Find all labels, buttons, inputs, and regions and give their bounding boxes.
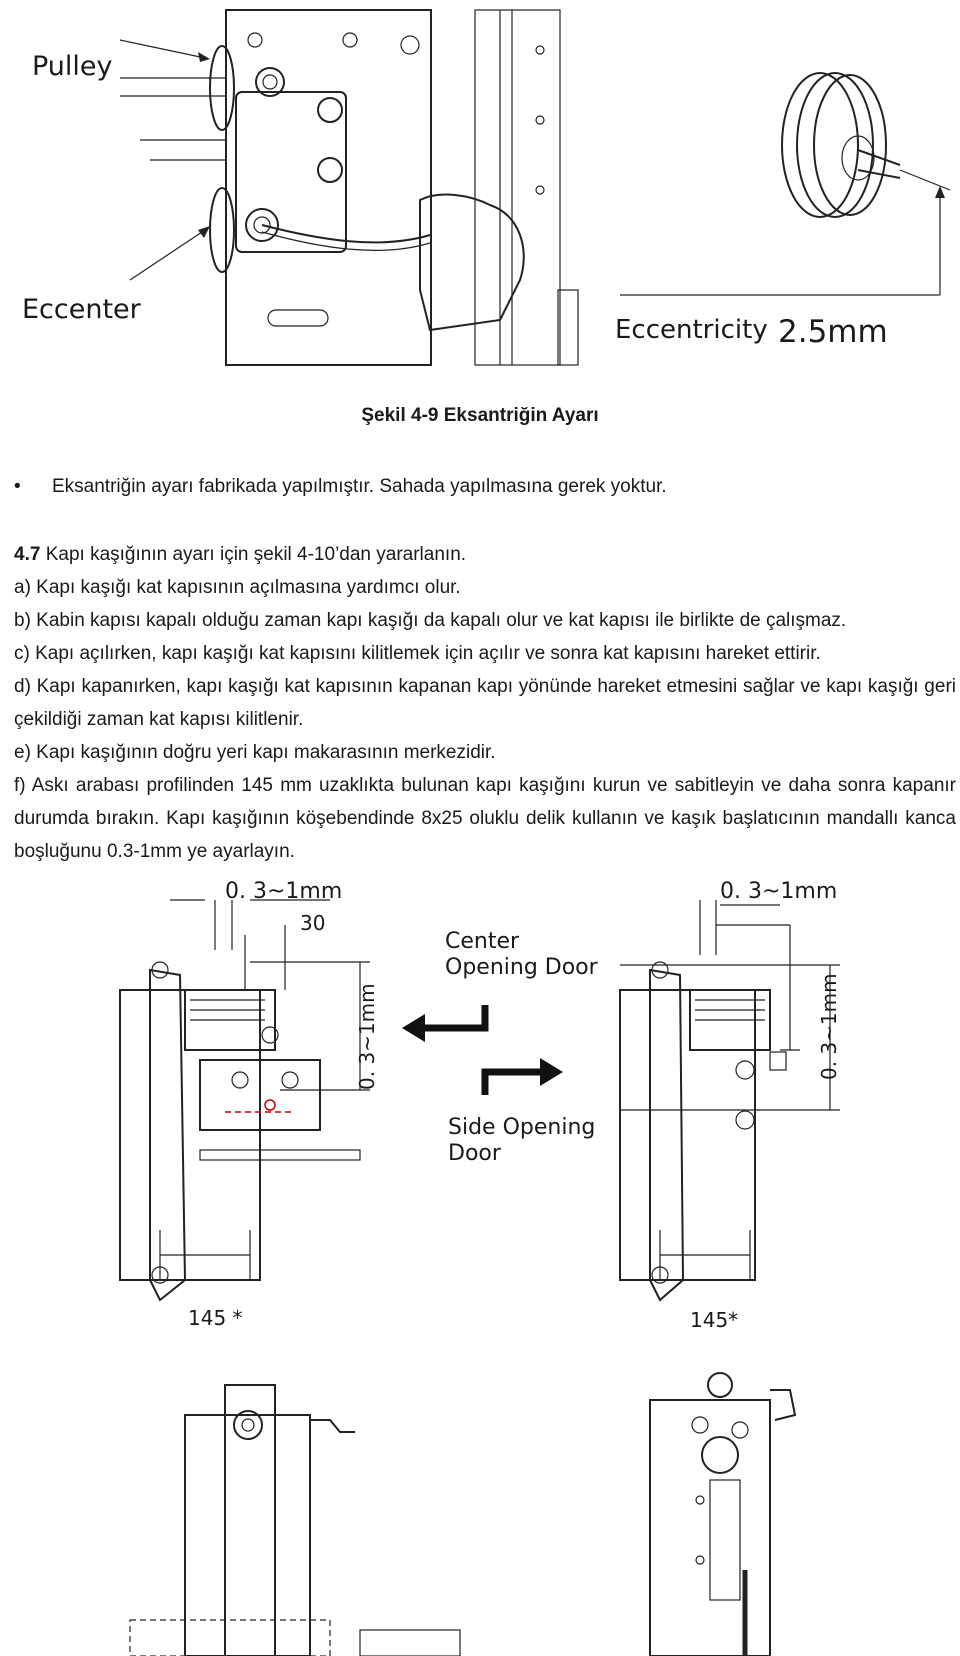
label-side-line1: Side Opening bbox=[448, 1115, 595, 1140]
section-item-f: f) Askı arabası profilinden 145 mm uzakl… bbox=[14, 775, 956, 862]
figure-caption: Şekil 4-9 Eksantriğin Ayarı bbox=[361, 405, 599, 426]
dim-vertical-right: 0. 3~1mm bbox=[817, 973, 841, 1080]
arrow-head-right bbox=[540, 1058, 563, 1086]
label-eccenter: Eccenter bbox=[22, 294, 142, 325]
bullet-symbol: • bbox=[14, 476, 21, 497]
dim-30: 30 bbox=[300, 911, 325, 935]
pulley-eccentric-drawing bbox=[620, 72, 951, 296]
arrow-center-opening bbox=[420, 1005, 489, 1032]
figure-eccentric-adjustment: Pulley Eccenter Eccentricity 2.5mm bbox=[22, 9, 951, 366]
section-item-b: b) Kabin kapısı kapalı olduğu zaman kapı… bbox=[14, 610, 847, 631]
hanger-plate-drawing bbox=[119, 9, 579, 366]
vane-assembly-left bbox=[119, 899, 370, 1302]
section-heading-text: Kapı kaşığının ayarı için şekil 4-10’dan… bbox=[40, 544, 467, 565]
dim-gap-left: 0. 3~1mm bbox=[225, 880, 342, 904]
dim-vertical-left: 0. 3~1mm bbox=[355, 983, 379, 1090]
vane-assembly-right bbox=[619, 900, 840, 1302]
lower-drawing-right bbox=[649, 1372, 797, 1656]
label-side-line2: Door bbox=[448, 1141, 502, 1166]
bullet-text: Eksantriğin ayarı fabrikada yapılmıştır.… bbox=[52, 476, 667, 497]
arrow-head-left bbox=[402, 1014, 425, 1042]
label-eccentricity: Eccentricity bbox=[615, 315, 768, 345]
label-center-line1: Center bbox=[445, 929, 520, 954]
value-eccentricity: 2.5mm bbox=[778, 314, 888, 350]
label-center-line2: Opening Door bbox=[445, 955, 599, 980]
dim-gap-right: 0. 3~1mm bbox=[720, 880, 837, 904]
dim-145-right: 145* bbox=[690, 1308, 738, 1332]
lower-drawing-left bbox=[129, 1384, 461, 1656]
section-item-e: e) Kapı kaşığının doğru yeri kapı makara… bbox=[14, 742, 496, 763]
section-number: 4.7 bbox=[14, 544, 41, 565]
dim-145-left: 145 * bbox=[188, 1306, 243, 1330]
section-item-d: d) Kapı kapanırken, kapı kaşığı kat kapı… bbox=[14, 676, 956, 730]
section-item-a: a) Kapı kaşığı kat kapısının açılmasına … bbox=[14, 577, 461, 598]
section-4-7: 4.7 Kapı kaşığının ayarı için şekil 4-10… bbox=[14, 538, 956, 868]
label-pulley: Pulley bbox=[32, 51, 113, 82]
section-item-c: c) Kapı açılırken, kapı kaşığı kat kapıs… bbox=[14, 643, 821, 664]
figure-door-vane-adjustment: 0. 3~1mm 30 0. 3~1mm 145 * Center Openin… bbox=[119, 880, 841, 1656]
section-heading: 4.7 Kapı kaşığının ayarı için şekil 4-10… bbox=[14, 538, 956, 571]
arrow-side-opening bbox=[481, 1068, 545, 1095]
